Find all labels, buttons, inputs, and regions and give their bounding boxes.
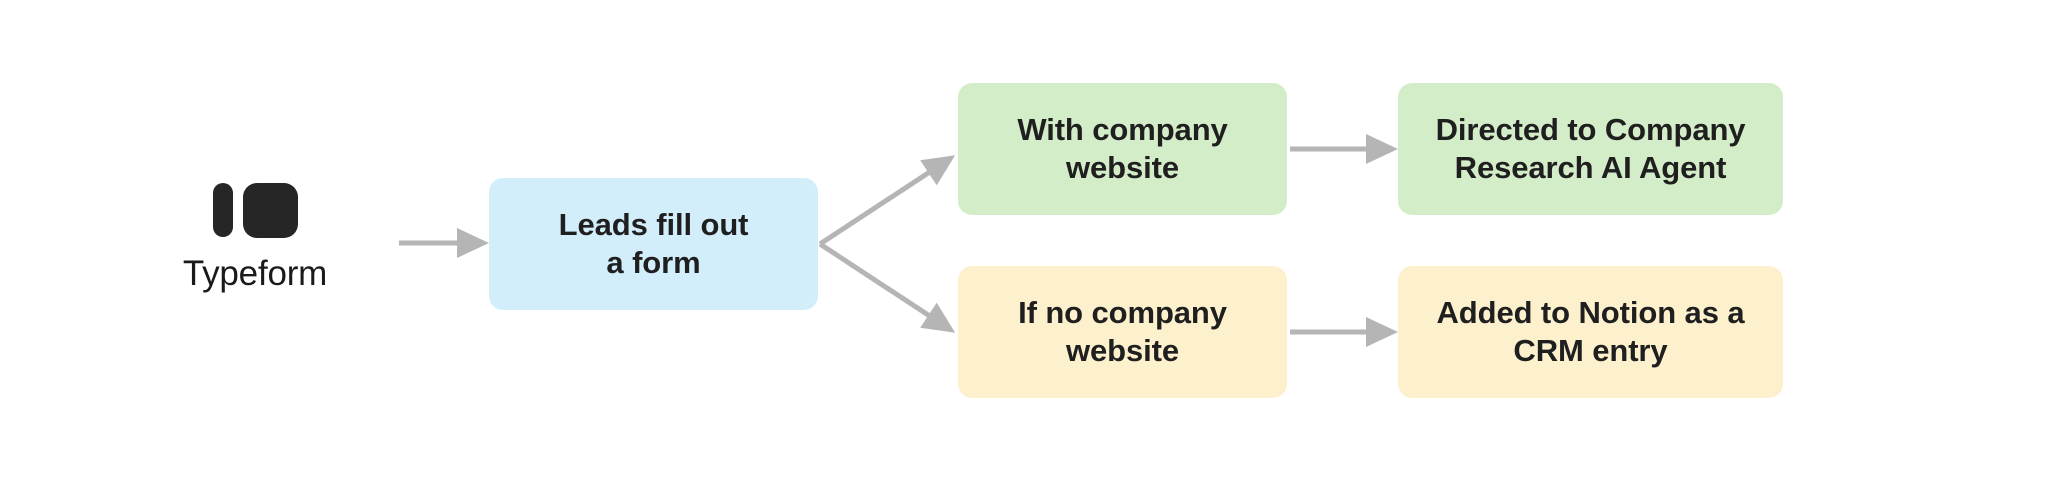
node-label: If no company website: [1018, 295, 1227, 368]
node-with-company-website[interactable]: With company website: [958, 83, 1287, 215]
node-added-to-notion-crm-entry[interactable]: Added to Notion as a CRM entry: [1398, 266, 1783, 398]
node-label: Added to Notion as a CRM entry: [1436, 295, 1745, 368]
node-if-no-company-website[interactable]: If no company website: [958, 266, 1287, 398]
edge-leads-to-no-website: [818, 241, 956, 333]
typeform-logo-square-shape: [242, 182, 298, 238]
node-directed-to-company-research-ai-agent[interactable]: Directed to Company Research AI Agent: [1398, 83, 1783, 215]
typeform-logo-icon: [212, 180, 298, 240]
edge-leads-to-with-website: [818, 155, 956, 247]
typeform-logo-pill-shape: [212, 183, 233, 237]
node-label: With company website: [1017, 112, 1228, 185]
node-leads-fill-out-form[interactable]: Leads fill out a form: [489, 178, 818, 310]
source-node-typeform[interactable]: Typeform: [150, 180, 360, 320]
source-node-label: Typeform: [182, 254, 328, 293]
node-label: Leads fill out a form: [558, 207, 749, 280]
node-label: Directed to Company Research AI Agent: [1435, 112, 1746, 185]
